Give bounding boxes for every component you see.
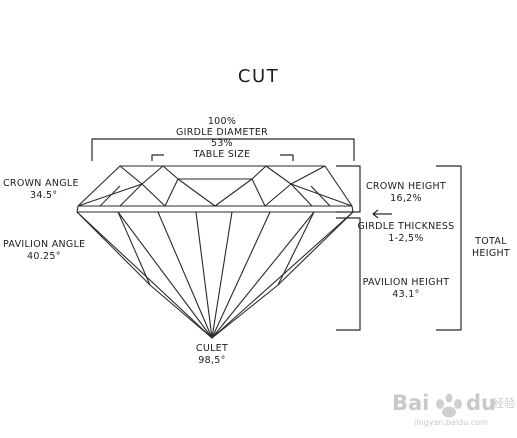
- pavilion-height-label: PAVILION HEIGHT: [362, 277, 450, 288]
- girdle-thickness-label: GIRDLE THICKNESS: [357, 221, 455, 232]
- girdle-thickness-value: 1-2,5%: [388, 233, 424, 244]
- girdle-arrow-head: [372, 209, 379, 219]
- table-size-label: TABLE SIZE: [164, 149, 280, 161]
- diagram-title: CUT: [237, 66, 280, 87]
- watermark-url: jingyan.baidu.com: [414, 418, 488, 427]
- total-height-bracket: [436, 165, 462, 331]
- pavilion-angle-value: 40.25°: [27, 251, 61, 262]
- culet-label: CULET: [195, 343, 229, 354]
- crown-angle-label: CROWN ANGLE: [3, 178, 79, 189]
- watermark-paw-icon: [436, 393, 462, 418]
- diamond: [76, 165, 354, 339]
- watermark-jingyan: 经验: [493, 397, 515, 410]
- height-label: HEIGHT: [471, 248, 511, 259]
- crown-height-label: CROWN HEIGHT: [365, 181, 447, 192]
- pavilion-height-value: 43.1°: [392, 289, 420, 300]
- pavilion-height-bracket: [336, 217, 361, 331]
- watermark-brand-suffix: du: [466, 391, 496, 415]
- girdle-diameter-label: GIRDLE DIAMETER: [175, 127, 269, 138]
- total-label: TOTAL: [475, 236, 507, 247]
- culet-value: 98,5°: [198, 355, 226, 366]
- girdle-percent: 100%: [207, 116, 237, 127]
- crown-height-value: 16,2%: [390, 193, 422, 204]
- pavilion-angle-label: PAVILION ANGLE: [3, 239, 86, 250]
- crown-angle-value: 34.5°: [30, 190, 58, 201]
- girdle-diameter-bracket: [91, 138, 355, 161]
- table-percent: 53%: [210, 138, 233, 149]
- watermark-brand: Bai: [392, 391, 430, 415]
